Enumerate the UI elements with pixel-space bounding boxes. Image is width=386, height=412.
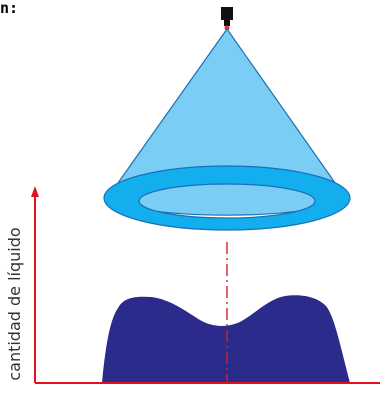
spray-nozzle-icon xyxy=(221,7,233,31)
spray-ring xyxy=(103,165,351,231)
y-axis-label: cantidad de líquido xyxy=(5,227,24,380)
arrow-up-icon xyxy=(31,186,39,197)
nozzle-body xyxy=(221,7,233,20)
heading-text: n: xyxy=(0,0,19,17)
distribution-profile xyxy=(102,295,350,383)
nozzle-neck xyxy=(224,19,230,26)
